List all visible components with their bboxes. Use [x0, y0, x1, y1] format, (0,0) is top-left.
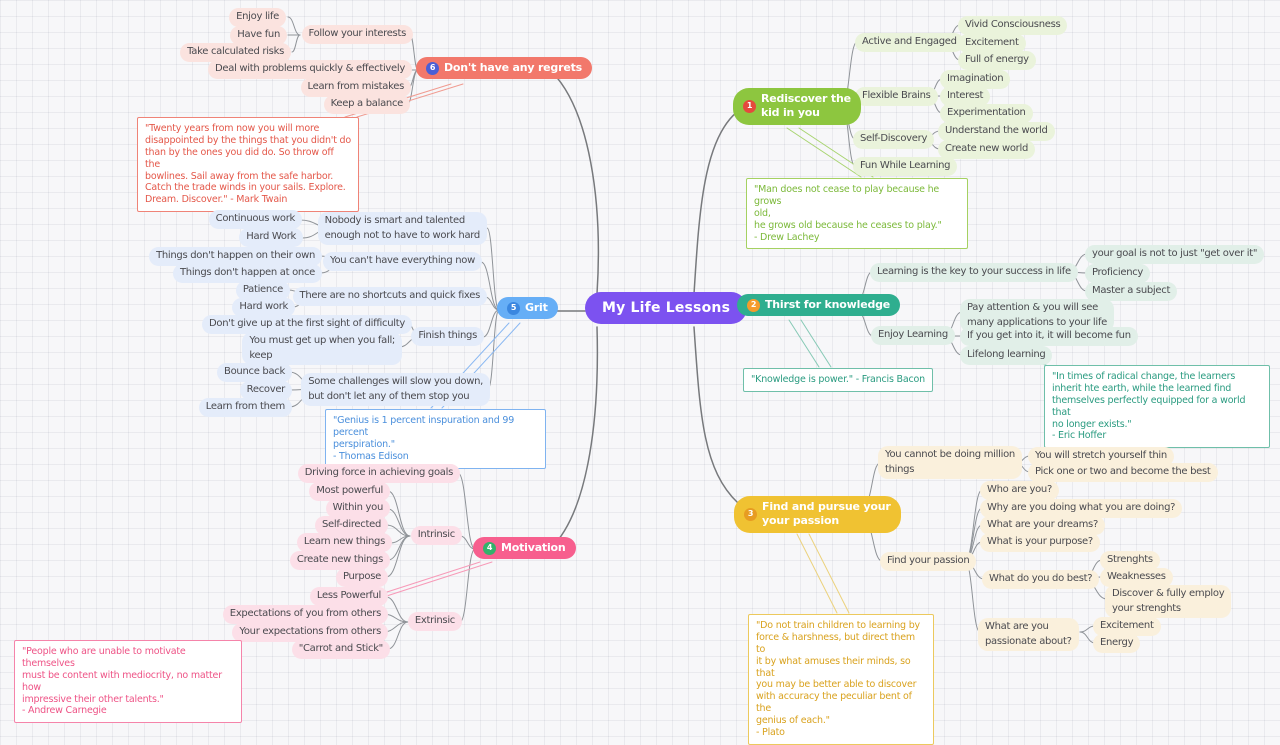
- node-energy[interactable]: Energy: [1093, 634, 1141, 653]
- node-cant-have-everything[interactable]: You can't have everything now: [322, 252, 482, 271]
- node-no-shortcuts[interactable]: There are no shortcuts and quick fixes: [292, 287, 487, 306]
- node-learn-from-mistakes[interactable]: Learn from mistakes: [300, 78, 411, 97]
- node-create-new-world[interactable]: Create new world: [938, 140, 1035, 159]
- node-passionate-about[interactable]: What are you passionate about?: [978, 618, 1079, 651]
- node-full-of-energy[interactable]: Full of energy: [958, 51, 1036, 70]
- node-some-challenges[interactable]: Some challenges will slow you down, but …: [301, 373, 490, 406]
- node-keep-a-balance[interactable]: Keep a balance: [323, 95, 410, 114]
- topic-label: Thirst for knowledge: [765, 298, 891, 311]
- topic-label: Grit: [525, 301, 548, 314]
- node-deal-with-problems[interactable]: Deal with problems quickly & effectively: [207, 60, 412, 79]
- note-edison-quote[interactable]: "Genius is 1 percent inspuration and 99 …: [325, 409, 546, 469]
- node-nobody-smart[interactable]: Nobody is smart and talented enough not …: [317, 212, 487, 245]
- node-discover-employ[interactable]: Discover & fully employ your strenghts: [1105, 585, 1232, 618]
- node-your-dreams[interactable]: What are your dreams?: [980, 516, 1105, 535]
- node-weaknesses[interactable]: Weaknesses: [1100, 568, 1173, 587]
- node-things-own[interactable]: Things don't happen on their own: [149, 247, 322, 266]
- node-extrinsic[interactable]: Extrinsic: [407, 612, 462, 631]
- node-driving-force[interactable]: Driving force in achieving goals: [297, 464, 460, 483]
- priority-badge-6: 6: [426, 61, 439, 75]
- node-stretch-thin[interactable]: You will stretch yourself thin: [1028, 447, 1174, 466]
- node-dont-give-up[interactable]: Don't give up at the first sight of diff…: [202, 315, 412, 334]
- note-plato-quote[interactable]: "Do not train children to learning by fo…: [748, 614, 934, 745]
- priority-badge-3: 3: [744, 507, 757, 521]
- node-your-expectations[interactable]: Your expectations from others: [232, 623, 388, 642]
- node-finish-things[interactable]: Finish things: [411, 327, 484, 346]
- node-excitement[interactable]: Excitement: [958, 34, 1026, 53]
- priority-badge-4: 4: [483, 541, 496, 555]
- node-do-best[interactable]: What do you do best?: [982, 570, 1100, 589]
- note-carnegie-quote[interactable]: "People who are unable to motivate thems…: [14, 640, 242, 724]
- node-carrot-and-stick[interactable]: "Carrot and Stick": [291, 640, 390, 659]
- node-active-engaged[interactable]: Active and Engaged: [855, 33, 964, 52]
- topic-label: Motivation: [501, 541, 566, 554]
- node-recover[interactable]: Recover: [239, 381, 292, 400]
- node-continuous-work[interactable]: Continuous work: [208, 210, 302, 229]
- node-get-into-it[interactable]: If you get into it, it will become fun: [960, 327, 1138, 346]
- node-bounce-back[interactable]: Bounce back: [217, 363, 292, 382]
- note-hoffer-quote[interactable]: "In times of radical change, the learner…: [1044, 365, 1270, 449]
- note-twain-quote[interactable]: "Twenty years from now you will more dis…: [137, 117, 359, 213]
- node-hard-work-2[interactable]: Hard work: [232, 298, 295, 317]
- node-fun-while-learning[interactable]: Fun While Learning: [853, 157, 958, 176]
- node-expectations-of-you[interactable]: Expectations of you from others: [222, 605, 388, 624]
- node-find-your-passion[interactable]: Find your passion: [880, 552, 977, 571]
- note-bacon-quote[interactable]: "Knowledge is power." - Francis Bacon: [743, 368, 933, 392]
- node-follow-your-interests[interactable]: Follow your interests: [301, 25, 413, 44]
- node-interest[interactable]: Interest: [940, 87, 991, 106]
- node-less-powerful[interactable]: Less Powerful: [309, 587, 388, 606]
- node-hard-work-1[interactable]: Hard Work: [239, 228, 303, 247]
- node-excitement-2[interactable]: Excitement: [1093, 617, 1161, 636]
- node-most-powerful[interactable]: Most powerful: [309, 482, 390, 501]
- node-pay-attention[interactable]: Pay attention & you will see many applic…: [960, 299, 1114, 332]
- topic-find-passion[interactable]: 3 Find and pursue your your passion: [734, 496, 901, 533]
- node-intrinsic[interactable]: Intrinsic: [410, 526, 462, 545]
- note-lachey-quote[interactable]: "Man does not cease to play because he g…: [746, 178, 968, 250]
- topic-label: Rediscover the kid in you: [761, 92, 851, 120]
- node-patience[interactable]: Patience: [235, 281, 290, 300]
- node-master-subject[interactable]: Master a subject: [1085, 282, 1178, 301]
- node-enjoy-life[interactable]: Enjoy life: [229, 8, 286, 27]
- node-get-up-when-fall[interactable]: You must get up when you fall; keep: [242, 332, 402, 365]
- node-self-discovery[interactable]: Self-Discovery: [853, 130, 935, 149]
- node-cannot-million-things[interactable]: You cannot be doing million things: [878, 446, 1022, 479]
- node-proficiency[interactable]: Proficiency: [1085, 264, 1151, 283]
- topic-rediscover-kid[interactable]: 1 Rediscover the kid in you: [733, 88, 861, 125]
- topic-dont-have-regrets[interactable]: 6 Don't have any regrets: [416, 57, 592, 80]
- topic-thirst-knowledge[interactable]: 2 Thirst for knowledge: [737, 294, 901, 317]
- node-self-directed[interactable]: Self-directed: [314, 516, 388, 535]
- node-purpose[interactable]: Purpose: [335, 568, 388, 587]
- node-learn-from-them[interactable]: Learn from them: [198, 398, 292, 417]
- connector-layer: [234, 16, 1108, 650]
- topic-motivation[interactable]: 4 Motivation: [473, 537, 576, 560]
- node-take-calculated-risks[interactable]: Take calculated risks: [180, 43, 291, 62]
- topic-label: Don't have any regrets: [444, 61, 582, 74]
- node-your-purpose[interactable]: What is your purpose?: [980, 533, 1100, 552]
- node-strengths[interactable]: Strenghts: [1100, 551, 1160, 570]
- node-who-are-you[interactable]: Who are you?: [980, 481, 1059, 500]
- node-goal-not-get-over[interactable]: your goal is not to just "get over it": [1085, 245, 1265, 264]
- node-pick-one-or-two[interactable]: Pick one or two and become the best: [1028, 463, 1218, 482]
- central-topic[interactable]: My Life Lessons: [585, 292, 748, 324]
- node-have-fun[interactable]: Have fun: [230, 26, 287, 45]
- priority-badge-1: 1: [743, 99, 756, 113]
- node-enjoy-learning[interactable]: Enjoy Learning: [871, 326, 955, 345]
- node-create-new-things[interactable]: Create new things: [289, 551, 390, 570]
- node-vivid-consciousness[interactable]: Vivid Consciousness: [958, 16, 1068, 35]
- node-lifelong-learning[interactable]: Lifelong learning: [960, 346, 1053, 365]
- node-understand-world[interactable]: Understand the world: [938, 122, 1055, 141]
- topic-label: Find and pursue your your passion: [762, 500, 891, 528]
- priority-badge-5: 5: [507, 301, 520, 315]
- node-within-you[interactable]: Within you: [325, 499, 390, 518]
- priority-badge-2: 2: [747, 298, 760, 312]
- node-experimentation[interactable]: Experimentation: [940, 104, 1033, 123]
- topic-grit[interactable]: 5 Grit: [497, 297, 558, 320]
- node-flexible-brains[interactable]: Flexible Brains: [855, 87, 938, 106]
- node-why-doing[interactable]: Why are you doing what you are doing?: [980, 499, 1183, 518]
- node-learning-key[interactable]: Learning is the key to your success in l…: [870, 263, 1078, 282]
- node-learn-new-things[interactable]: Learn new things: [296, 533, 392, 552]
- node-imagination[interactable]: Imagination: [940, 70, 1011, 89]
- node-things-once[interactable]: Things don't happen at once: [172, 264, 322, 283]
